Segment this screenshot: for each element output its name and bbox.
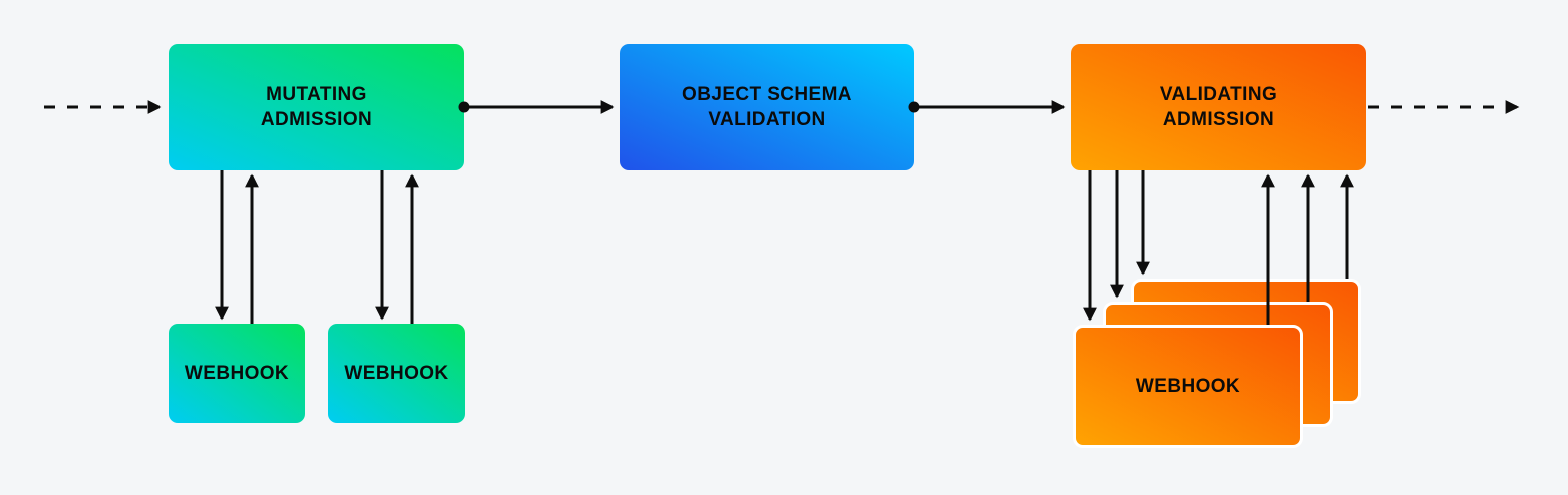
node-mutating-webhook-1: WEBHOOK bbox=[169, 324, 305, 423]
validating-admission-label-line1: VALIDATING bbox=[1159, 84, 1278, 105]
object-schema-validation-label: OBJECT SCHEMA VALIDATION bbox=[682, 82, 852, 132]
mutating-webhook-2-text: WEBHOOK bbox=[344, 363, 449, 384]
node-validating-webhook-stack-front: WEBHOOK bbox=[1073, 325, 1303, 448]
validating-webhook-label: WEBHOOK bbox=[1136, 374, 1240, 399]
mutating-admission-label-line2: ADMISSION bbox=[260, 109, 373, 130]
node-mutating-webhook-2: WEBHOOK bbox=[328, 324, 465, 423]
object-schema-validation-label-line2: VALIDATION bbox=[708, 109, 826, 130]
validating-admission-label: VALIDATING ADMISSION bbox=[1160, 82, 1277, 132]
mutating-admission-label: MUTATING ADMISSION bbox=[261, 82, 372, 132]
object-schema-validation-label-line1: OBJECT SCHEMA bbox=[682, 84, 852, 105]
mutating-admission-label-line1: MUTATING bbox=[266, 84, 367, 105]
mutating-webhook-1-label: WEBHOOK bbox=[185, 361, 289, 386]
validating-admission-label-line2: ADMISSION bbox=[1162, 109, 1275, 130]
validating-webhook-text: WEBHOOK bbox=[1135, 376, 1241, 397]
mutating-webhook-2-label: WEBHOOK bbox=[344, 361, 448, 386]
mutating-webhook-1-text: WEBHOOK bbox=[184, 363, 290, 384]
node-validating-admission: VALIDATING ADMISSION bbox=[1071, 44, 1366, 170]
node-object-schema-validation: OBJECT SCHEMA VALIDATION bbox=[620, 44, 914, 170]
node-mutating-admission: MUTATING ADMISSION bbox=[169, 44, 464, 170]
